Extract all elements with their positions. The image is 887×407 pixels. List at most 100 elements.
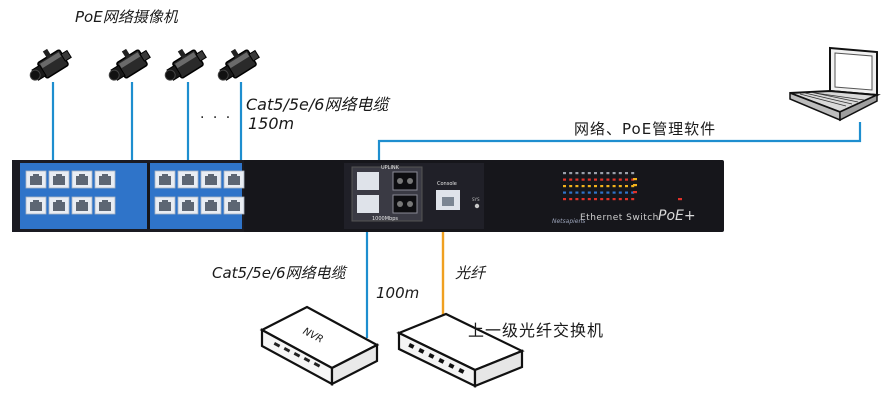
rj45-tab	[231, 174, 237, 177]
cable-top-label: Cat5/5e/6网络电缆	[246, 95, 389, 114]
status-led	[600, 172, 604, 175]
rj45-jack	[76, 176, 88, 185]
status-led	[631, 178, 635, 181]
status-led	[600, 191, 604, 194]
status-led	[587, 198, 591, 201]
uplink-port-1	[357, 172, 379, 190]
camera-lens	[164, 69, 176, 81]
sys-label: SYS	[472, 197, 480, 202]
sfp-2-left	[397, 201, 403, 207]
status-led	[563, 191, 566, 194]
cable-bottom-label: Cat5/5e/6网络电缆	[212, 264, 346, 282]
status-led	[563, 198, 566, 201]
ethernet-switch	[12, 160, 724, 232]
sfp-1-left	[397, 178, 403, 184]
rj45-tab	[56, 174, 62, 177]
sfp-port-2	[392, 194, 418, 214]
rj45-tab	[162, 174, 168, 177]
status-led	[594, 198, 597, 201]
status-led	[575, 191, 579, 194]
uplink-label: UPLINK	[381, 165, 399, 171]
status-led	[612, 185, 616, 188]
sys-led	[474, 203, 480, 209]
speed-label: 1000Mbps	[372, 216, 398, 222]
status-led	[612, 198, 616, 201]
fiber-label: 光纤	[455, 264, 486, 282]
status-led	[631, 198, 635, 201]
status-led	[612, 191, 616, 194]
rj45-jack	[99, 176, 111, 185]
camera-mount	[121, 48, 131, 59]
camera-mount	[177, 48, 187, 59]
status-led	[606, 191, 610, 194]
rj45-jack	[159, 176, 171, 185]
status-led	[625, 172, 628, 175]
status-led	[618, 185, 622, 188]
rj45-jack	[99, 202, 111, 211]
nvr-device	[259, 305, 380, 386]
status-led	[618, 178, 622, 181]
rj45-tab	[231, 200, 237, 203]
status-led	[631, 191, 635, 194]
camera-back	[139, 49, 151, 62]
status-led	[569, 191, 573, 194]
management-link	[377, 122, 862, 163]
status-led	[612, 172, 616, 175]
rj45-jack	[53, 202, 65, 211]
sfp-1-right	[407, 178, 413, 184]
console-label: Console	[437, 181, 457, 187]
status-led	[594, 172, 597, 175]
status-led	[633, 191, 637, 194]
laptop-icon	[789, 46, 881, 122]
status-led	[606, 178, 610, 181]
rj45-jack	[159, 202, 171, 211]
status-led	[606, 185, 610, 188]
rj45-jack	[182, 176, 194, 185]
rj45-tab	[208, 200, 214, 203]
rj45-tab	[79, 174, 85, 177]
camera-icon-2	[108, 48, 151, 81]
status-led	[569, 198, 573, 201]
camera-icon-1	[29, 48, 72, 81]
camera-highlight	[227, 52, 250, 69]
status-led	[625, 198, 628, 201]
status-led	[600, 178, 604, 181]
status-led	[587, 172, 591, 175]
rj45-jack	[30, 202, 42, 211]
rj45-tab	[33, 200, 39, 203]
rj45-jack	[228, 176, 240, 185]
rj45-jack	[182, 202, 194, 211]
status-led	[587, 191, 591, 194]
status-led	[618, 191, 622, 194]
status-led	[581, 172, 585, 175]
status-led	[569, 178, 573, 181]
status-led	[581, 178, 585, 181]
status-led	[575, 178, 579, 181]
upstream-switch-label: 上一级光纤交换机	[468, 321, 605, 340]
rj45-tab	[56, 200, 62, 203]
status-led	[587, 178, 591, 181]
rj45-tab	[185, 200, 191, 203]
status-led	[575, 172, 579, 175]
status-led	[594, 178, 597, 181]
camera-mount	[230, 48, 240, 59]
rj45-jack	[53, 176, 65, 185]
camera-links	[51, 82, 243, 163]
status-led	[606, 172, 610, 175]
status-led	[587, 185, 591, 188]
status-led	[581, 185, 585, 188]
poe-label: PoE+	[658, 208, 696, 224]
rj45-tab	[79, 200, 85, 203]
rj45-tab	[102, 174, 108, 177]
status-led	[633, 178, 637, 181]
sfp-port-1	[392, 171, 418, 191]
status-led	[600, 185, 604, 188]
status-led	[625, 178, 628, 181]
status-led	[633, 184, 637, 187]
rj45-tab	[185, 174, 191, 177]
status-led	[569, 185, 573, 188]
status-led	[575, 198, 579, 201]
status-led	[563, 178, 566, 181]
status-led	[618, 172, 622, 175]
